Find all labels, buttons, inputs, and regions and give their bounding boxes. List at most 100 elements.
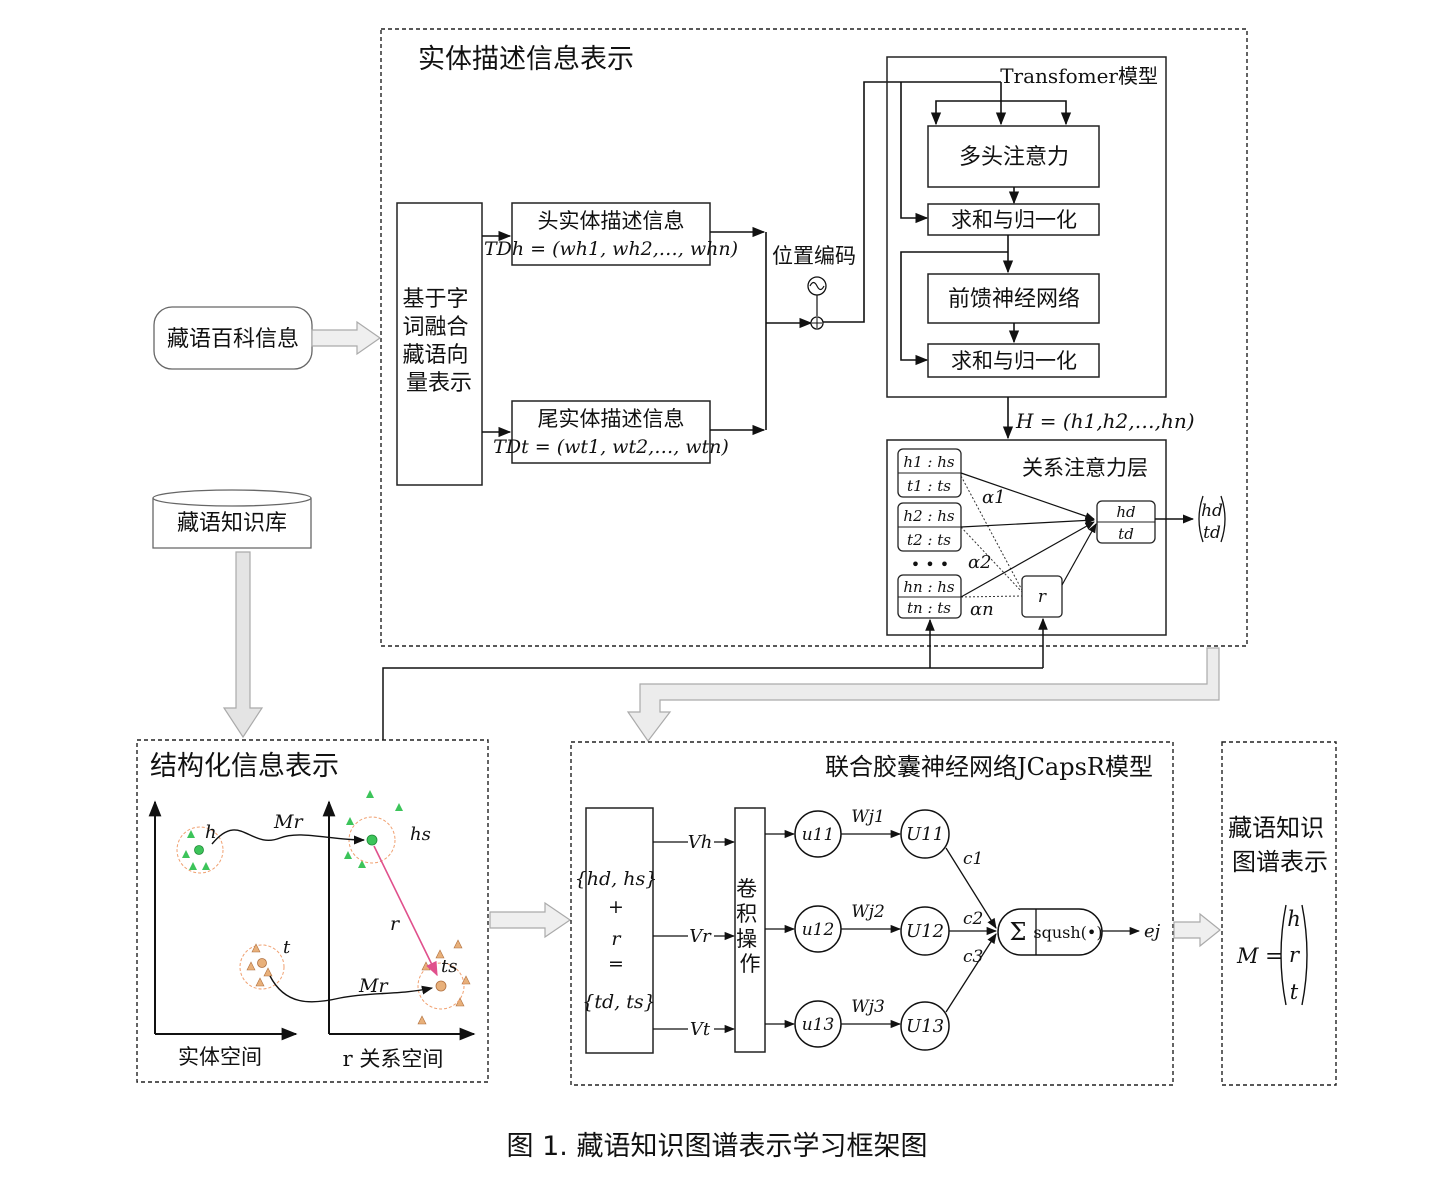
entity-description-title: 实体描述信息表示: [418, 44, 634, 75]
add-norm-label-1: 求和与归一化: [951, 208, 1077, 232]
structural-title: 结构化信息表示: [150, 751, 339, 782]
t-label: t: [283, 937, 291, 958]
encyclopedia-to-fusion-arrow: [311, 320, 382, 356]
jcapsr-input-box: [585, 807, 654, 1054]
v-t-label: Vt: [690, 1019, 711, 1040]
pair-1-top: h1 : hs: [903, 453, 954, 471]
jcapsr-title: 联合胶囊神经网络JCapsR模型: [825, 753, 1153, 781]
ej-label: ej: [1144, 921, 1161, 942]
pair-box-1: h1 : hs t1 : ts: [897, 448, 962, 498]
knowledge-base-source: 藏语知识库: [152, 489, 312, 549]
pair-box-2: h2 : hs t2 : ts: [897, 502, 962, 552]
kg-title-line-2: 图谱表示: [1232, 848, 1328, 876]
pair-2-top: h2 : hs: [903, 507, 954, 525]
position-encoding-label: 位置编码: [772, 244, 856, 268]
ts-cluster-circle: [417, 962, 465, 1010]
head-description-box: [511, 202, 711, 266]
conv-line-2: 积: [736, 902, 757, 926]
fusion-vector-box: [396, 202, 483, 486]
structural-panel: 结构化信息表示 h hs Mr t ts: [136, 739, 489, 1083]
v-r-label: Vr: [689, 926, 712, 947]
attention-output-top: hd: [1116, 503, 1135, 521]
jcapsr-panel: 联合胶囊神经网络JCapsR模型 {hd, hs} + r = {td, ts}…: [570, 741, 1174, 1086]
h-point: [194, 845, 204, 855]
wj1-label: Wj1: [851, 807, 885, 827]
m-equals-label: M =: [1236, 944, 1283, 968]
feed-forward-label: 前馈神经网络: [948, 287, 1080, 312]
relation-attention-title: 关系注意力层: [1022, 456, 1148, 480]
hs-point: [366, 834, 378, 846]
pair-box-n: hn : hs tn : ts: [897, 574, 962, 619]
plus-circle-icon: [810, 316, 824, 330]
orange-triangle-markers: [246, 939, 471, 1025]
ts-label: ts: [441, 956, 457, 977]
h-label: h: [205, 822, 217, 843]
multi-head-attention-label: 多头注意力: [959, 145, 1069, 170]
jcapsr-to-kg-arrow: [1173, 912, 1221, 948]
squash-unit: Σ sqush(•): [997, 908, 1103, 956]
u11-label: u11: [802, 825, 835, 845]
add-norm-label-2: 求和与归一化: [951, 349, 1077, 373]
alpha-1: α1: [982, 487, 1006, 508]
attention-output-bottom: td: [1118, 525, 1134, 543]
alpha-n: αn: [970, 599, 994, 620]
wj2-label: Wj2: [851, 902, 885, 922]
conv-line-4: 作: [740, 952, 761, 976]
structural-to-jcapsr-arrow: [489, 901, 572, 939]
hs-label: hs: [410, 824, 431, 845]
pair-1-bottom: t1 : ts: [907, 477, 951, 495]
sine-wave-icon: [807, 276, 827, 296]
r-box-label: r: [1038, 587, 1047, 607]
pair-2-bottom: t2 : ts: [907, 531, 951, 549]
u13-label: u13: [802, 1015, 835, 1035]
U13-node: [900, 1001, 950, 1051]
wj3-label: Wj3: [851, 997, 885, 1017]
output-vector: hd td: [1198, 495, 1226, 543]
transformer-title: Transfomer模型: [1000, 64, 1158, 88]
U13-label: U13: [906, 1016, 944, 1037]
c2-label: c2: [963, 909, 983, 929]
t-point: [257, 958, 267, 968]
add-norm-block-2: [927, 343, 1100, 378]
relation-attention-box: [886, 439, 1167, 636]
c1-label: c1: [963, 849, 983, 869]
h-cluster-circle: [176, 826, 224, 874]
input-line-5: {td, ts}: [582, 991, 655, 1013]
ts-point: [435, 980, 447, 992]
u12-label: u12: [802, 920, 835, 940]
input-line-2: +: [608, 896, 624, 918]
pair-n-top: hn : hs: [903, 578, 955, 596]
output-vector-bottom: td: [1203, 523, 1221, 543]
tail-description-title: 尾实体描述信息: [538, 407, 685, 431]
entity-space-label: 实体空间: [178, 1045, 262, 1069]
entity-description-panel: 实体描述信息表示 基于字 词融合 藏语向 量表示 头实体描述信息 TDh = (…: [380, 28, 1248, 740]
U11-label: U11: [906, 824, 944, 845]
input-line-3: r: [611, 928, 622, 950]
entity-to-jcapsr-arrow: [626, 647, 1220, 743]
h-sequence-formula: H = (h1,h2,…,hn): [1015, 409, 1195, 433]
encyclopedia-source: 藏语百科信息: [153, 306, 313, 370]
svg-text:藏语知识 图谱表示: 藏语知识 图谱表示: [1228, 814, 1332, 876]
knowledge-base-down-arrow: [222, 551, 264, 739]
attention-output-box: hd td: [1096, 500, 1156, 544]
svg-text:卷 积 操 作: 卷 积 操 作: [736, 877, 764, 976]
t-cluster-circle: [239, 944, 285, 990]
encyclopedia-label: 藏语百科信息: [167, 327, 299, 352]
sum-symbol: Σ: [1010, 918, 1027, 946]
mr-label-bottom: Mr: [358, 975, 389, 997]
tail-description-box: [511, 400, 711, 464]
c3-label: c3: [963, 947, 983, 967]
head-description-title: 头实体描述信息: [538, 209, 685, 233]
fusion-line-3: 藏语向: [402, 343, 468, 368]
alpha-2: α2: [968, 552, 992, 573]
conv-box: [734, 807, 766, 1053]
U12-label: U12: [906, 921, 944, 942]
figure-caption: 图 1. 藏语知识图谱表示学习框架图: [506, 1131, 928, 1162]
head-description-formula: TDh = (wh1, wh2,…, whn): [484, 238, 738, 260]
kg-title-line-1: 藏语知识: [1228, 814, 1324, 842]
r-label: r: [390, 913, 401, 935]
svg-text:{hd, hs} + r: {hd, hs} + r = {td, ts}: [575, 868, 664, 1013]
green-triangle-markers: [182, 790, 403, 870]
multi-head-attention-block: [927, 125, 1100, 188]
